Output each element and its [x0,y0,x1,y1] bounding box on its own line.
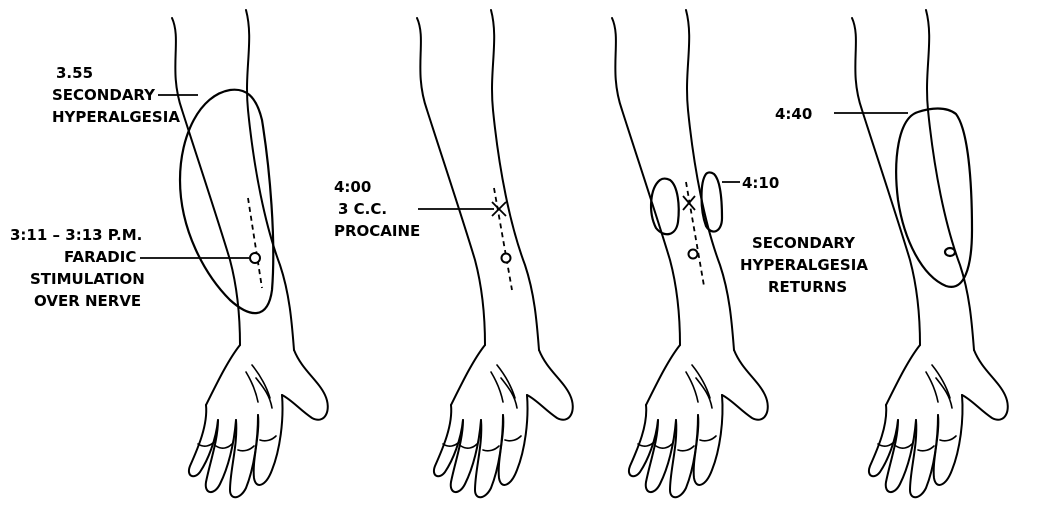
hyperalgesia-zone-4 [896,109,972,287]
hyperalgesia-zone-1 [180,90,273,313]
label-secondary-3: SECONDARY [752,234,856,252]
injection-x-mark [492,202,506,216]
label-time-4-40: 4:40 [775,105,812,123]
stimulation-point-3 [689,250,698,259]
panel-4: 4:40 [775,10,1008,497]
label-secondary-1: SECONDARY [52,86,156,104]
label-hyperalgesia-3: HYPERALGESIA [740,256,868,274]
nerve-line-2 [494,188,512,290]
nerve-line-1 [248,198,262,288]
stimulation-point-1 [250,253,260,263]
label-over-nerve: OVER NERVE [34,292,141,310]
label-time-4-10: 4:10 [742,174,779,192]
stimulation-spot-4 [945,248,955,256]
label-returns: RETURNS [768,278,847,296]
injection-x-mark-3 [683,196,695,210]
label-faradic: FARADIC [64,248,136,266]
label-dose: 3 C.C. [338,200,387,218]
label-procaine: PROCAINE [334,222,420,240]
label-time-stim: 3:11 – 3:13 P.M. [10,226,142,244]
label-stimulation: STIMULATION [30,270,145,288]
hyperalgesia-patch-left [651,179,679,235]
label-hyperalgesia-1: HYPERALGESIA [52,108,180,126]
panel-2: 4:00 3 C.C. PROCAINE [334,10,573,497]
label-time-3-55: 3.55 [56,64,93,82]
label-time-4-00: 4:00 [334,178,371,196]
stimulation-point-2 [502,254,511,263]
arm-outline-4 [852,10,1008,497]
panel-1: 3.55 SECONDARY HYPERALGESIA 3:11 – 3:13 … [10,10,328,497]
arm-outline-1 [172,10,328,497]
arm-outline-2 [417,10,573,497]
panel-3: 4:10 SECONDARY HYPERALGESIA RETURNS [612,10,868,497]
hyperalgesia-patch-right [702,173,723,232]
